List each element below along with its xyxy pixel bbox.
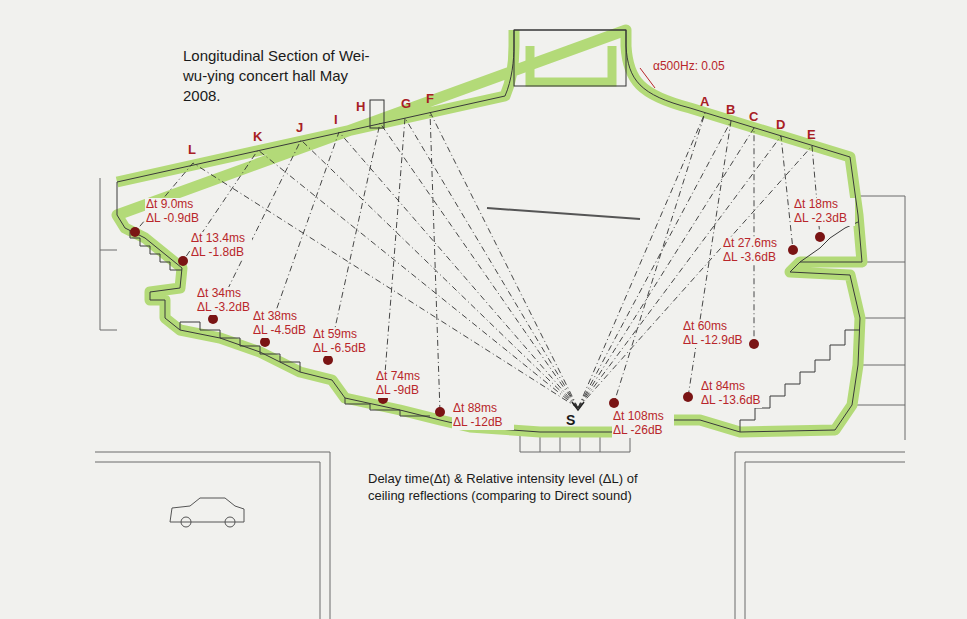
reflection-point-letter: A — [700, 95, 709, 110]
source-mark — [572, 402, 584, 410]
reflection-measurement: Δt 84ms ΔL -13.6dB — [700, 380, 762, 408]
diagram-title: Longitudinal Section of Wei-wu-ying conc… — [183, 46, 375, 106]
reflection-point-letter: K — [253, 130, 262, 145]
reflection-measurement: Δt 18ms ΔL -2.3dB — [793, 198, 855, 226]
reflection-measurement: Δt 13.4ms ΔL -1.8dB — [190, 232, 252, 260]
wall-line — [117, 30, 862, 432]
reflection-measurement: Δt 38ms ΔL -4.5dB — [252, 310, 314, 338]
neck-box — [514, 30, 626, 86]
car-wheel — [225, 517, 235, 527]
reflection-point-letter: E — [807, 128, 816, 143]
absorption-note: α500Hz: 0.05 — [652, 60, 726, 74]
source-label: S — [566, 412, 575, 428]
wall-band — [117, 30, 862, 432]
reflection-measurement: Δt 108ms ΔL -26dB — [612, 410, 674, 438]
reflection-measurement: Δt 88ms ΔL -12dB — [452, 402, 514, 430]
reflection-measurement: Δt 59ms ΔL -6.5dB — [312, 328, 374, 356]
reflector-panel — [487, 208, 640, 219]
reflection-point-letter: J — [296, 121, 303, 136]
neck-band — [530, 46, 612, 82]
structure-lines — [95, 178, 905, 619]
reflection-point-letter: F — [426, 92, 434, 107]
car-wheel — [181, 517, 191, 527]
reflection-point-letter: B — [726, 103, 735, 118]
reflection-point-letter: L — [188, 143, 196, 158]
seating-steps — [130, 222, 860, 432]
reflection-point-letter: C — [749, 110, 758, 125]
reflection-point-letter: D — [776, 118, 785, 133]
reflection-measurement: Δt 9.0ms ΔL -0.9dB — [145, 198, 207, 226]
reflection-rays — [135, 112, 820, 412]
figure-caption: Delay time(Δt) & Relative intensity leve… — [368, 470, 668, 504]
reflection-point-letter: G — [401, 97, 411, 112]
reflection-point-letter: H — [356, 100, 365, 115]
reflection-measurement: Δt 60ms ΔL -12.9dB — [682, 320, 744, 348]
receiver-dots — [130, 227, 825, 417]
reflection-measurement: Δt 74ms ΔL -9dB — [375, 370, 437, 398]
reflection-point-letter: I — [334, 113, 338, 128]
reflection-measurement: Δt 34ms ΔL -3.2dB — [196, 287, 258, 315]
catwalk-box — [370, 100, 384, 128]
reflection-measurement: Δt 27.6ms ΔL -3.6dB — [722, 237, 784, 265]
